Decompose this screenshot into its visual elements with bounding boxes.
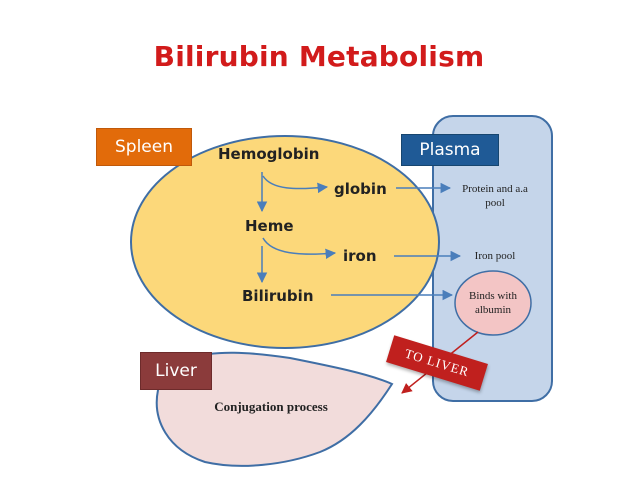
- spleen-label: Spleen: [96, 128, 192, 166]
- heme-label: Heme: [245, 217, 294, 235]
- iron-pool-label: Iron pool: [474, 250, 516, 262]
- plasma-label: Plasma: [401, 134, 499, 166]
- iron-label: iron: [343, 247, 377, 265]
- hemoglobin-label: Hemoglobin: [218, 145, 320, 163]
- bilirubin-label: Bilirubin: [242, 287, 314, 305]
- arrow-hemoglobin-globin: [262, 175, 329, 194]
- protein-pool-label: Protein and a.a pool: [462, 183, 528, 209]
- conjugation-label: Conjugation process: [214, 399, 328, 414]
- albumin-node: [454, 270, 532, 336]
- spleen-compartment: [130, 135, 440, 349]
- diagram-title: Bilirubin Metabolism: [153, 40, 485, 73]
- arrow-heme-iron: [262, 237, 337, 260]
- albumin-label: Binds with albumin: [469, 290, 517, 316]
- liver-label: Liver: [140, 352, 212, 390]
- globin-label: globin: [334, 180, 387, 198]
